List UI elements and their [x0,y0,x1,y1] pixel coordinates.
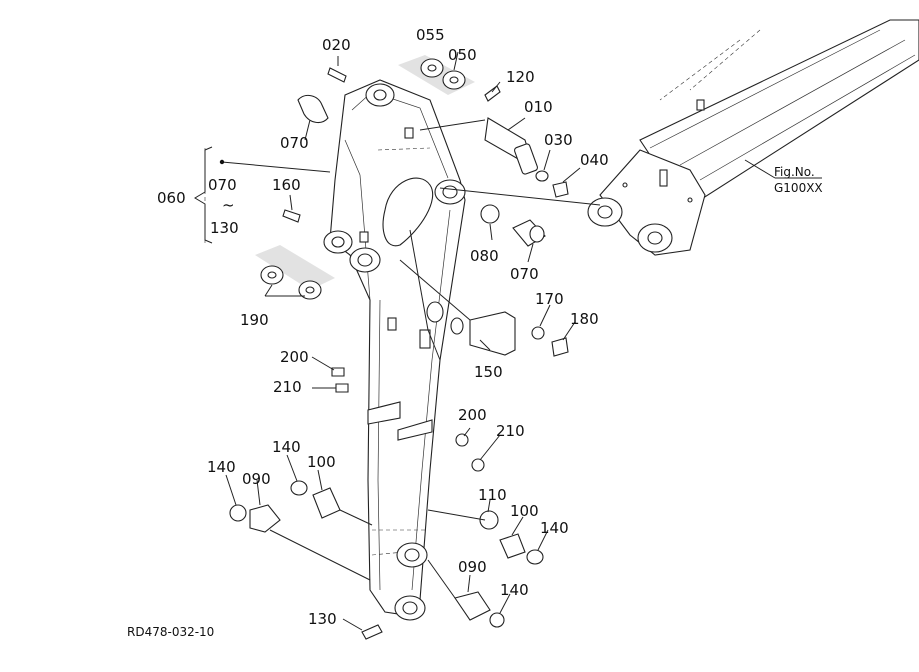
part-shapes [229,55,569,640]
callout-090-left: 090 [242,470,271,488]
group-range-end: 130 [210,219,239,237]
callout-labels: 020 055 050 120 010 030 040 070 160 080 … [127,26,823,639]
group-dot [219,159,225,165]
drawing-code: RD478-032-10 [127,625,214,639]
callout-150: 150 [474,363,503,381]
callout-090-right: 090 [458,558,487,576]
callout-020: 020 [322,36,351,54]
callout-040: 040 [580,151,609,169]
callout-210-right: 210 [496,422,525,440]
callout-070-lower: 070 [510,265,539,283]
callout-010: 010 [524,98,553,116]
callout-080: 080 [470,247,499,265]
callout-100-right: 100 [510,502,539,520]
leader-lines [194,51,601,631]
boom-illustration [587,19,919,256]
callout-130: 130 [308,610,337,628]
callout-140-right: 140 [540,519,569,537]
callout-210-left: 210 [273,378,302,396]
callout-055: 055 [416,26,445,44]
group-range-separator: ~ [222,196,235,214]
callout-140-left: 140 [207,458,236,476]
callout-180: 180 [570,310,599,328]
figure-ref-line1: Fig.No. [774,165,815,179]
callout-200-right: 200 [458,406,487,424]
arm-illustration [323,79,466,621]
callout-200-left: 200 [280,348,309,366]
callout-120: 120 [506,68,535,86]
callout-070-upper: 070 [280,134,309,152]
callout-170: 170 [535,290,564,308]
callout-140-mid: 140 [272,438,301,456]
group-number: 060 [157,189,186,207]
callout-030: 030 [544,131,573,149]
callout-110: 110 [478,486,507,504]
callout-160: 160 [272,176,301,194]
callout-140-bottom: 140 [500,581,529,599]
callout-190: 190 [240,311,269,329]
callout-050: 050 [448,46,477,64]
figure-ref-line2: G100XX [774,181,823,195]
callout-100-left: 100 [307,453,336,471]
group-range-start: 070 [208,176,237,194]
